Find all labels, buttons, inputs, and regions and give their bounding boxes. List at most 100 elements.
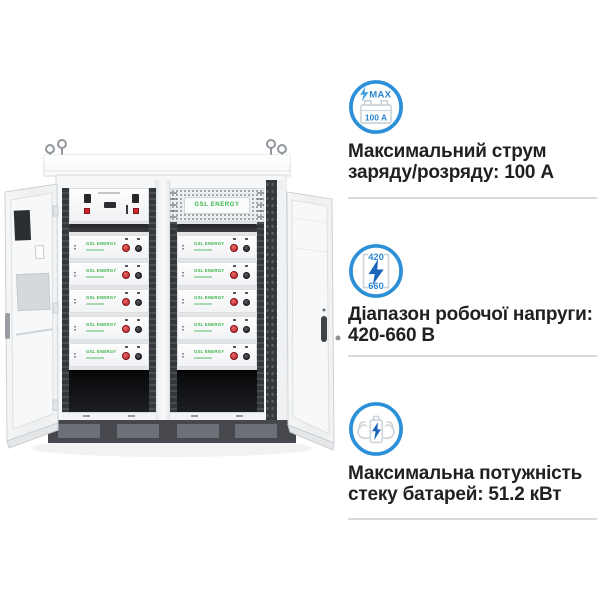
module-power-button-black — [135, 353, 142, 360]
breaker-switch-icon — [84, 194, 91, 203]
divider — [348, 355, 597, 357]
controller-label-area — [98, 192, 120, 194]
icon-voltage-bottom: 660 — [368, 281, 384, 291]
terminal-mark — [245, 346, 248, 348]
module-brand-label: GSL ENERGY — [194, 242, 225, 247]
terminal-mark — [233, 265, 236, 267]
muscle-arms-icon — [357, 421, 395, 440]
terminal-mark — [125, 346, 128, 348]
battery-module: GSL ENERGY — [69, 316, 149, 340]
terminal-mark — [137, 238, 140, 240]
empty-bay — [69, 370, 149, 412]
module-led-indicators — [182, 245, 184, 251]
module-led-indicators — [74, 245, 76, 251]
terminal-mark — [125, 265, 128, 267]
module-brand-label: GSL ENERGY — [194, 296, 225, 301]
module-subtitle-line — [86, 276, 104, 278]
stop-button-icon — [133, 208, 139, 214]
module-power-button-red — [122, 271, 130, 279]
terminal-mark — [125, 319, 128, 321]
module-power-button-black — [135, 272, 142, 279]
divider — [348, 197, 597, 199]
ground-shadow — [32, 439, 312, 457]
module-power-button-red — [122, 325, 130, 333]
feature-voltage-range-text: Діапазон робочої напруги:420-660 В — [348, 304, 593, 346]
terminal-mark — [137, 292, 140, 294]
controller-lever-icon — [126, 205, 128, 214]
battery-module: GSL ENERGY — [69, 343, 149, 367]
battery-module: GSL ENERGY — [177, 289, 257, 313]
module-subtitle-line — [86, 249, 104, 251]
feature-line: стеку батарей: 51.2 кВт — [348, 484, 562, 505]
bracket-right-icon — [383, 253, 390, 289]
door-display-window — [13, 210, 32, 241]
icon-max-label: MAX — [369, 89, 391, 100]
module-power-button-red — [122, 244, 130, 252]
module-subtitle-line — [86, 330, 104, 332]
lightning-icon — [360, 86, 369, 103]
battery-stack-power-icon — [349, 402, 403, 456]
controller-display — [104, 202, 116, 208]
empty-bay — [177, 370, 257, 412]
car-battery-icon — [360, 100, 392, 124]
door-sticker — [34, 244, 45, 260]
lightning-icon — [372, 422, 381, 441]
module-power-button-black — [243, 299, 250, 306]
left-door — [4, 183, 59, 449]
terminal-mark — [125, 292, 128, 294]
battery-cabinet-image: GSL ENERGY GSL ENERGY GSL ENERGY — [0, 118, 345, 468]
module-led-indicators — [74, 299, 76, 305]
inverter-grille-unit: GSL ENERGY — [170, 188, 264, 222]
module-power-button-black — [135, 326, 142, 333]
terminal-mark — [245, 238, 248, 240]
terminal-mark — [233, 346, 236, 348]
module-brand-label: GSL ENERGY — [86, 296, 117, 301]
module-led-indicators — [74, 272, 76, 278]
module-subtitle-line — [194, 303, 212, 305]
module-subtitle-line — [194, 357, 212, 359]
terminal-mark — [137, 319, 140, 321]
module-subtitle-line — [86, 303, 104, 305]
door-vent-window — [16, 272, 51, 312]
right-door — [286, 191, 341, 451]
terminal-mark — [245, 292, 248, 294]
rack-sill — [170, 412, 264, 420]
module-led-indicators — [74, 353, 76, 359]
divider — [348, 518, 597, 520]
battery-module: GSL ENERGY — [177, 235, 257, 259]
feature-line: Максимальний струм — [348, 141, 547, 162]
module-power-button-black — [243, 272, 250, 279]
module-power-button-black — [243, 326, 250, 333]
bracket-left-icon — [362, 253, 369, 289]
icon-voltage-top: 420 — [368, 252, 384, 262]
module-led-indicators — [182, 326, 184, 332]
left-door-lock — [5, 313, 10, 339]
terminal-mark — [245, 265, 248, 267]
module-power-button-black — [243, 245, 250, 252]
icon-current-value: 100 A — [365, 112, 387, 122]
lightning-icon — [368, 259, 384, 285]
voltage-range-icon: 420 660 — [349, 244, 403, 298]
lifting-ring-icons — [45, 139, 287, 157]
terminal-mark — [245, 319, 248, 321]
center-post — [156, 180, 170, 428]
module-brand-label: GSL ENERGY — [86, 350, 117, 355]
battery-module: GSL ENERGY — [69, 235, 149, 259]
module-power-button-red — [230, 325, 238, 333]
feature-line: Максимальна потужність — [348, 463, 583, 484]
terminal-mark — [233, 319, 236, 321]
module-brand-label: GSL ENERGY — [194, 323, 225, 328]
stop-button-icon — [84, 208, 90, 214]
terminal-mark — [233, 238, 236, 240]
brand-plate: GSL ENERGY — [184, 196, 250, 214]
module-power-button-red — [230, 244, 238, 252]
cabinet-roof — [43, 154, 291, 177]
battery-module: GSL ENERGY — [177, 343, 257, 367]
battery-module: GSL ENERGY — [69, 262, 149, 286]
module-power-button-red — [230, 271, 238, 279]
rack-right: GSL ENERGY GSL ENERGY GSL ENERGY — [170, 188, 264, 420]
module-subtitle-line — [194, 276, 212, 278]
